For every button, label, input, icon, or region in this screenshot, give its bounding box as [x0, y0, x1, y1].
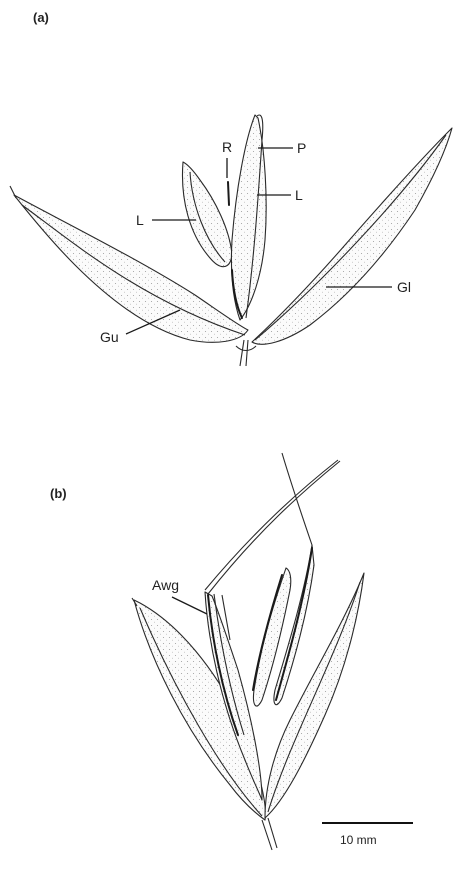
lower-glume-a [252, 128, 452, 344]
svg-text:L: L [136, 212, 144, 228]
svg-text:R: R [222, 139, 232, 155]
pedicel-a [236, 340, 256, 366]
rachilla-a [228, 182, 229, 205]
svg-text:Gl: Gl [397, 279, 411, 295]
scale-bar-label: 10 mm [340, 833, 377, 847]
svg-text:Awg: Awg [152, 577, 179, 593]
svg-text:L: L [295, 187, 303, 203]
scale-bar: 10 mm [322, 823, 413, 847]
label-Awg: Awg [152, 577, 207, 614]
panel-b-tag: (b) [50, 486, 67, 501]
lemma-central-a [231, 115, 266, 320]
pedicel-b [262, 818, 277, 850]
awns-b [205, 453, 340, 594]
svg-text:Gu: Gu [100, 329, 119, 345]
lemma-left-a [182, 162, 232, 267]
panel-a-tag: (a) [33, 10, 49, 25]
svg-text:P: P [297, 140, 306, 156]
label-P: P [258, 140, 306, 156]
panel-b: (b) [50, 453, 364, 850]
panel-a: (a) [10, 10, 452, 366]
label-R: R [222, 139, 232, 178]
